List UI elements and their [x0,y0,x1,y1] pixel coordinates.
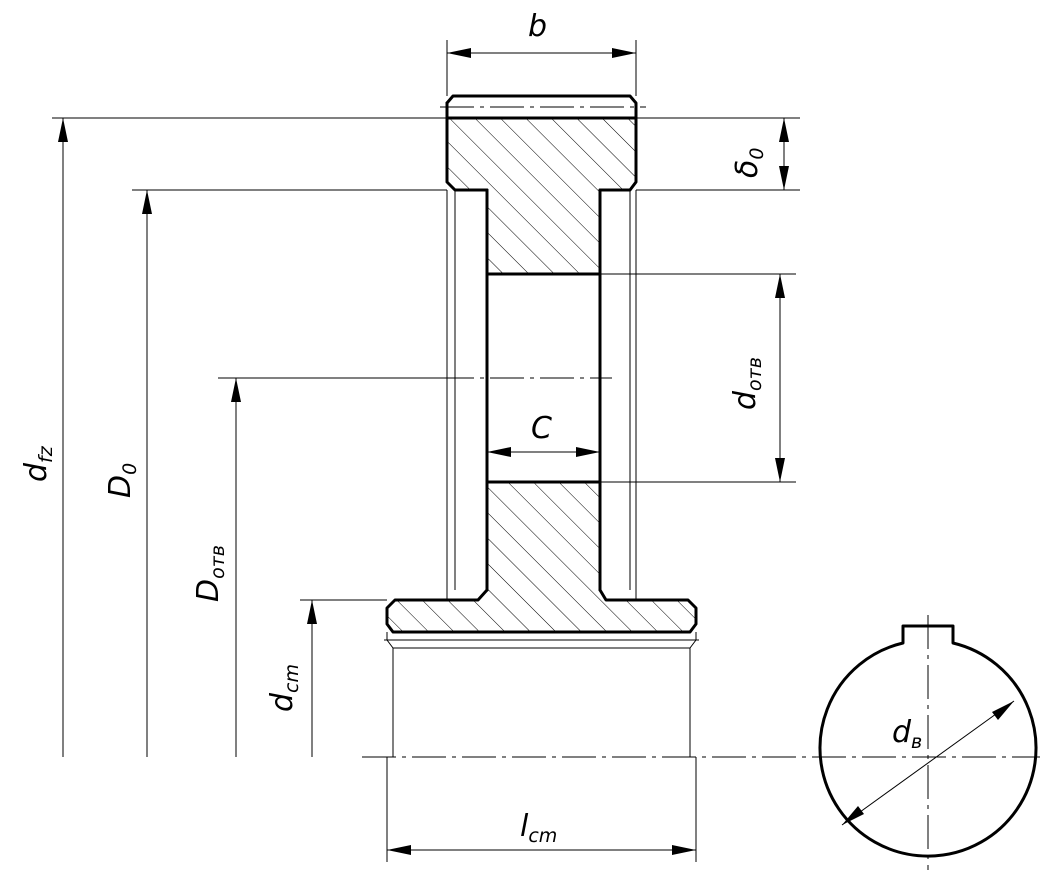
shaft-section [818,624,1038,858]
dimension-b [447,48,636,58]
label-lcm: lcm [520,809,557,847]
shaft-circle-with-keyway [818,624,1038,858]
dimension-dcm [307,600,317,757]
inner-edges [446,190,637,600]
dimension-C [487,447,600,457]
hatched-sections [387,118,696,632]
label-Domv: Dотв [191,545,229,602]
rim-left-outline [445,101,489,192]
shaft-diameter-line [841,700,1015,826]
labels: b δ0 dfz D0 Dотв dcm dотв C lcm dв [19,9,922,847]
label-b: b [528,9,547,44]
hub-flange-outline [385,588,698,634]
extension-lines [52,40,800,862]
label-dcm: dcm [265,664,303,712]
label-C: C [531,411,552,446]
label-domv: dотв [728,357,766,410]
hub-body-outline [386,632,697,757]
dimension-delta0 [779,118,789,190]
dimension-domv [775,274,785,482]
label-delta0: δ0 [730,148,768,178]
dimension-Domv [231,378,241,757]
label-D0: D0 [103,463,141,498]
dimension-lcm [387,845,696,855]
center-lines [362,106,1040,870]
hub-section [387,482,696,632]
label-dfz: dfz [19,445,57,482]
rim-section [447,118,636,274]
part-outline [384,94,699,757]
dimension-dfz [58,118,68,757]
label-dv: dв [892,715,922,753]
dimension-D0 [142,190,152,757]
